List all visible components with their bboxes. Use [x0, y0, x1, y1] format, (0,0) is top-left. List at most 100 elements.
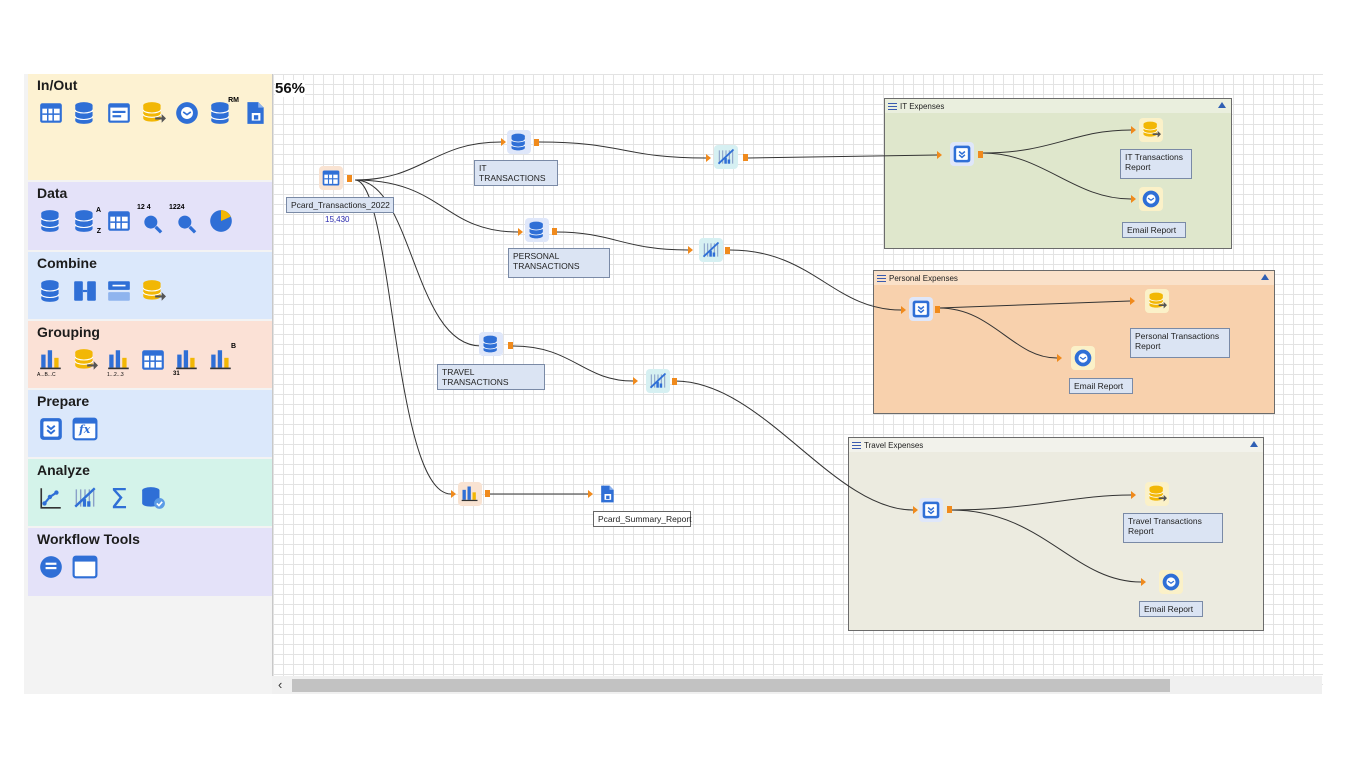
- filter-database-icon[interactable]: [37, 207, 65, 235]
- pie-chart-icon[interactable]: [207, 207, 235, 235]
- output-port[interactable]: [508, 342, 513, 349]
- horizontal-scrollbar[interactable]: ‹: [272, 676, 1322, 694]
- output-port[interactable]: [935, 306, 940, 313]
- filter-database-icon: [527, 220, 547, 240]
- personal-select-node[interactable]: [909, 297, 933, 321]
- scrollbar-thumb[interactable]: [292, 679, 1170, 692]
- group-by-number-icon[interactable]: 1...2...3: [105, 346, 133, 378]
- container-menu-icon[interactable]: [852, 441, 861, 449]
- bottom-n-label: 1224: [169, 204, 185, 211]
- it-report-label[interactable]: IT Transactions Report: [1120, 149, 1192, 179]
- merge-icon[interactable]: [71, 277, 99, 305]
- travel-filter-node[interactable]: [479, 332, 503, 356]
- output-port[interactable]: [347, 175, 352, 182]
- sigma-icon[interactable]: Σ: [105, 482, 133, 515]
- travel-email-node[interactable]: [1159, 570, 1183, 594]
- it-filter-label[interactable]: IT TRANSACTIONS: [474, 160, 558, 186]
- source-label[interactable]: Pcard_Transactions_2022: [286, 197, 394, 213]
- personal-email-node[interactable]: [1071, 346, 1095, 370]
- output-port[interactable]: [978, 151, 983, 158]
- it-split-node[interactable]: [714, 145, 738, 169]
- output-port[interactable]: [947, 506, 952, 513]
- top-n-icon[interactable]: 12 4: [137, 204, 167, 235]
- validate-database-icon[interactable]: [139, 484, 167, 512]
- summary-report-node[interactable]: [595, 482, 619, 506]
- collapse-icon[interactable]: [1261, 274, 1269, 280]
- input-arrow: [1057, 354, 1062, 362]
- travel-export-node[interactable]: [1145, 482, 1169, 506]
- workflow-canvas[interactable]: IT Expenses Personal Expenses Travel Exp…: [272, 74, 1323, 694]
- input-arrow: [688, 246, 693, 254]
- travel-select-node[interactable]: [919, 498, 943, 522]
- container-icon[interactable]: [71, 553, 99, 581]
- email-icon: [1161, 572, 1181, 592]
- collapse-icon[interactable]: [1218, 102, 1226, 108]
- it-email-node[interactable]: [1139, 187, 1163, 211]
- scatter-chart-icon[interactable]: [37, 484, 65, 512]
- group-123-label: 1...2...3: [107, 372, 124, 378]
- email-icon: [1141, 189, 1161, 209]
- personal-filter-label[interactable]: PERSONAL TRANSACTIONS: [508, 248, 610, 278]
- rm-label: RM: [228, 97, 239, 104]
- import-database-icon[interactable]: [71, 99, 99, 127]
- input-arrow: [451, 490, 456, 498]
- output-port[interactable]: [552, 228, 557, 235]
- split-icon[interactable]: [71, 484, 99, 512]
- output-port[interactable]: [743, 154, 748, 161]
- export-database-icon: [1147, 484, 1167, 504]
- wire-source-to-group: [354, 179, 452, 495]
- travel-email-label[interactable]: Email Report: [1139, 601, 1203, 617]
- output-port[interactable]: [672, 378, 677, 385]
- collapse-icon[interactable]: [1250, 441, 1258, 447]
- formula-icon[interactable]: fx: [71, 415, 99, 443]
- zoom-level: 56%: [275, 80, 306, 97]
- export-database-icon: [1147, 291, 1167, 311]
- group-by-category-icon[interactable]: A...B...C: [37, 346, 65, 378]
- output-port[interactable]: [534, 139, 539, 146]
- form-icon[interactable]: [105, 99, 133, 127]
- source-table-node[interactable]: [319, 166, 343, 190]
- travel-filter-label[interactable]: TRAVEL TRANSACTIONS: [437, 364, 545, 390]
- it-email-label[interactable]: Email Report: [1122, 222, 1186, 238]
- join-database-icon[interactable]: [37, 277, 65, 305]
- pivot-table-icon[interactable]: [139, 346, 167, 374]
- group-by-bin-icon[interactable]: B: [207, 343, 236, 374]
- it-select-node[interactable]: [950, 142, 974, 166]
- personal-filter-node[interactable]: [525, 218, 549, 242]
- personal-report-label[interactable]: Personal Transactions Report: [1130, 328, 1230, 358]
- report-file-icon[interactable]: [241, 99, 269, 127]
- scroll-left-icon[interactable]: ‹: [278, 677, 283, 692]
- select-fields-icon: [952, 144, 972, 164]
- section-title: In/Out: [37, 77, 78, 93]
- comment-icon[interactable]: [37, 553, 65, 581]
- rm-database-icon[interactable]: RM: [207, 97, 239, 127]
- container-menu-icon[interactable]: [877, 274, 886, 282]
- travel-split-node[interactable]: [646, 369, 670, 393]
- select-fields-icon[interactable]: [37, 415, 65, 443]
- summary-report-label[interactable]: Pcard_Summary_Report: [593, 511, 692, 527]
- export-database-icon[interactable]: [139, 99, 167, 127]
- group-by-date-icon[interactable]: 31: [173, 346, 201, 377]
- group-node[interactable]: [458, 482, 482, 506]
- it-filter-node[interactable]: [507, 130, 531, 154]
- email-icon[interactable]: [173, 99, 201, 127]
- it-export-node[interactable]: [1139, 118, 1163, 142]
- personal-split-node[interactable]: [699, 238, 723, 262]
- union-icon[interactable]: [139, 277, 167, 305]
- personal-export-node[interactable]: [1145, 289, 1169, 313]
- append-icon[interactable]: [105, 277, 133, 305]
- sort-table-icon[interactable]: [105, 207, 133, 235]
- input-table-icon[interactable]: [37, 99, 65, 127]
- section-workflow-tools: Workflow Tools: [28, 528, 272, 596]
- travel-report-label[interactable]: Travel Transactions Report: [1123, 513, 1223, 543]
- section-grouping: Grouping A...B...C 1...2...3 31 B: [28, 321, 272, 388]
- section-analyze: Analyze Σ: [28, 459, 272, 526]
- personal-email-label[interactable]: Email Report: [1069, 378, 1133, 394]
- container-menu-icon[interactable]: [888, 102, 897, 110]
- group-database-icon[interactable]: [71, 346, 99, 374]
- bottom-n-icon[interactable]: 1224: [169, 204, 201, 235]
- output-port[interactable]: [725, 247, 730, 254]
- output-port[interactable]: [485, 490, 490, 497]
